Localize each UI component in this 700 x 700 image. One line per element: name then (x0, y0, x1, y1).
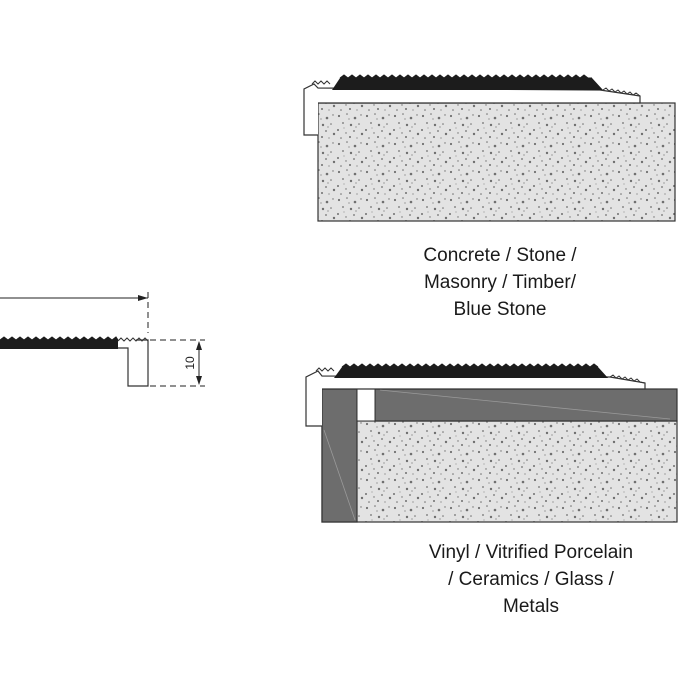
tile-caption: Vinyl / Vitrified Porcelain / Ceramics /… (356, 539, 700, 620)
tile-top-reflection (379, 389, 671, 420)
tile-riser-reflection (323, 429, 356, 521)
concrete-nosing-profile (303, 83, 641, 136)
caption-line: Metals (503, 596, 559, 617)
nosing-profile-section: 10 (0, 292, 205, 387)
concrete-stone-caption: Concrete / Stone / Masonry / Timber/ Blu… (380, 242, 620, 323)
caption-line: Concrete / Stone / (423, 245, 577, 266)
width-dimension-arrow (138, 295, 148, 301)
tile-nosing-insert (334, 367, 608, 378)
tile-gap (356, 388, 376, 422)
concrete-nosing-insert-ridges (339, 74, 592, 79)
caption-line: Vinyl / Vitrified Porcelain (428, 542, 634, 563)
tile-nosing-tail-serration (609, 374, 646, 384)
tile-nosing-serration (315, 367, 335, 372)
concrete-nosing-serration (311, 80, 331, 85)
tile-nosing-profile (305, 370, 646, 427)
tile-substrate-block (321, 420, 678, 523)
tile-install (305, 363, 678, 523)
concrete-nosing-insert (332, 78, 603, 90)
nosing-profile-insert (0, 340, 118, 349)
caption-line: / Ceramics / Glass / (448, 569, 614, 590)
height-dimension-label: 10 (183, 356, 197, 370)
concrete-stone-install (303, 74, 676, 222)
tile-riser-layer (321, 388, 358, 523)
concrete-nosing-tail-serration (602, 87, 641, 97)
nosing-profile-serration (117, 337, 149, 342)
height-arrow-top (196, 341, 202, 350)
height-arrow-bottom (196, 376, 202, 385)
tile-nosing-insert-ridges (341, 363, 599, 368)
caption-line: Blue Stone (453, 299, 547, 320)
nosing-profile-ridges (0, 336, 119, 341)
concrete-step-block (317, 102, 676, 222)
caption-line: Masonry / Timber/ (423, 272, 577, 293)
